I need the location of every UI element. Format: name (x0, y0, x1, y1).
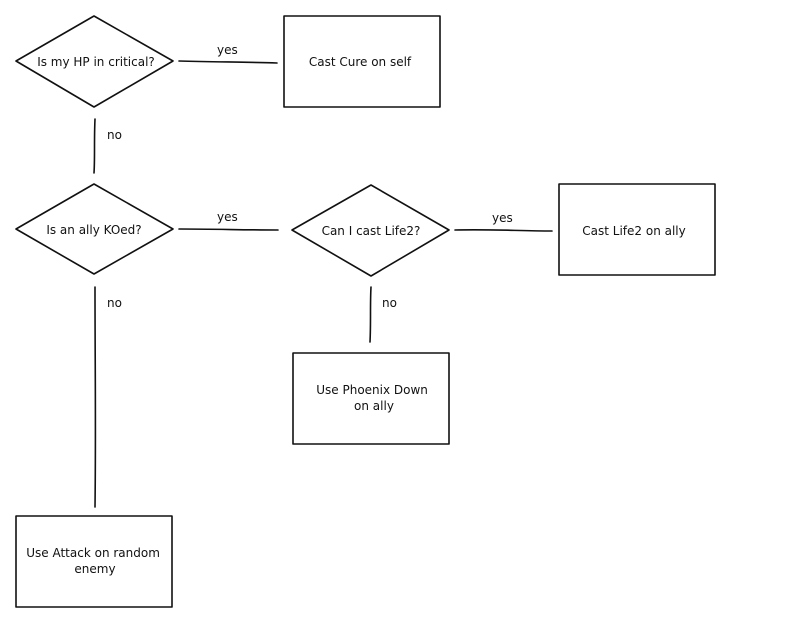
edge-can-cast-life2-no (369, 286, 372, 343)
action-cast-cure: Cast Cure on self (283, 15, 441, 108)
edge-hp-critical-no (93, 118, 96, 174)
edge-hp-critical-yes (178, 60, 278, 64)
decision-hp-critical: Is my HP in critical? (15, 15, 174, 108)
action-attack-text: Use Attack on random enemy (26, 546, 164, 576)
decision-can-cast-life2-text: Can I cast Life2? (322, 224, 421, 238)
edge-label-hp-yes: yes (217, 43, 238, 57)
edge-label-life2-no: no (382, 296, 397, 310)
action-cast-cure-text: Cast Cure on self (309, 55, 412, 69)
decision-ally-koed: Is an ally KOed? (15, 183, 174, 275)
decision-ally-koed-text: Is an ally KOed? (46, 223, 141, 237)
edge-ally-koed-yes (178, 228, 279, 231)
action-phoenix-down: Use Phoenix Down on ally (292, 352, 450, 445)
edge-can-cast-life2-yes (454, 228, 553, 232)
action-phoenix-down-text: Use Phoenix Down on ally (316, 383, 431, 413)
decision-can-cast-life2: Can I cast Life2? (291, 184, 450, 277)
edge-label-ko-no: no (107, 296, 122, 310)
decision-hp-critical-text: Is my HP in critical? (37, 55, 155, 69)
action-attack: Use Attack on random enemy (15, 515, 173, 608)
edge-label-ko-yes: yes (217, 210, 238, 224)
edge-label-hp-no: no (107, 128, 122, 142)
edge-label-life2-yes: yes (492, 211, 513, 225)
action-cast-life2: Cast Life2 on ally (558, 183, 716, 276)
action-cast-life2-text: Cast Life2 on ally (582, 224, 685, 238)
